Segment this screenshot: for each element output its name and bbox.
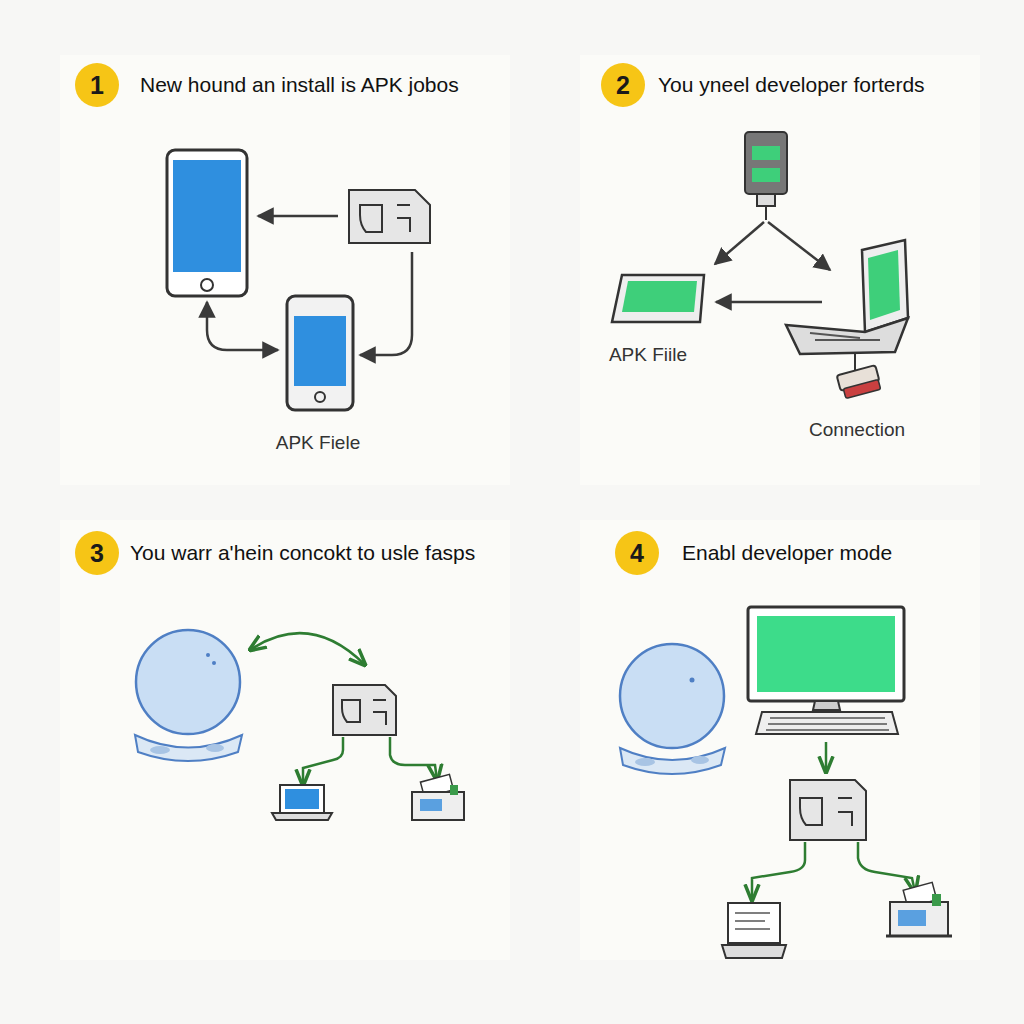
panel [580,55,980,485]
file-icon [790,780,866,840]
arrow [258,215,338,218]
phone-icon [287,296,353,410]
file-icon [349,190,430,243]
device-icon [745,132,787,220]
step-number-circle: 2 [601,63,645,107]
step-number: 1 [90,71,104,100]
step-number: 3 [90,539,104,568]
printer-icon [886,882,952,936]
arrow [825,742,828,772]
panel [60,520,510,960]
cable-icon [837,354,881,398]
step-number-circle: 3 [75,531,119,575]
step-heading: You yneel developer forterds [658,73,925,97]
screen-icon [722,903,786,958]
arrow [715,222,764,264]
laptop-icon [272,785,332,820]
arrow [752,842,805,900]
tablet-icon [612,275,704,322]
monitor-icon [748,607,904,734]
arrow [768,222,830,270]
icon-label: Connection [809,419,905,441]
file-icon [333,685,396,735]
globe-icon [135,630,242,761]
step-heading: You warr a'hein concokt to usle fasps [130,541,475,565]
phone-icon [167,150,247,296]
step-heading: New hound an install is APK jobos [140,73,459,97]
panel [580,520,980,960]
step-number: 4 [630,539,644,568]
globe-icon [620,644,725,774]
printer-icon [412,774,464,820]
icon-label: APK Fiile [609,344,687,366]
arrow [303,737,343,785]
arrow [858,842,915,892]
icon-label: APK Fiele [276,432,360,454]
step-number-circle: 1 [75,63,119,107]
laptop-icon [786,240,908,354]
step-number: 2 [616,71,630,100]
panel [60,55,510,485]
step-number-circle: 4 [615,531,659,575]
arrow [207,302,278,350]
arrow [250,633,365,665]
arrow [716,301,822,304]
step-heading: Enabl developer mode [682,541,892,565]
arrow [390,737,437,780]
arrow [360,252,412,355]
